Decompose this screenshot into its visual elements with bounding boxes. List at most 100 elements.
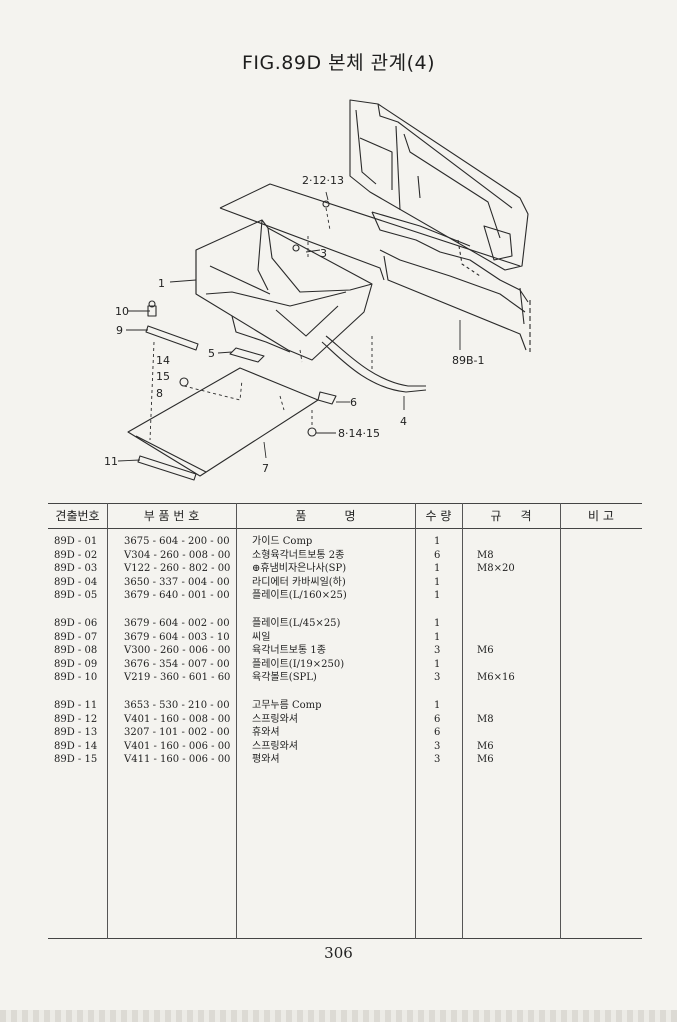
callout-15: 15 (156, 370, 170, 383)
callout-14: 14 (156, 354, 170, 367)
seal-strip-part (321, 335, 427, 393)
header-no: 견출번호 (55, 509, 100, 523)
cell-no: 89D - 09 (54, 658, 98, 670)
figure-title: FIG.89D 본체 관계(4) (241, 52, 435, 74)
callout-2-12-13: 2·12·13 (302, 174, 344, 187)
exploded-parts-diagram: 1 2·12·13 3 4 5 6 7 8·14·15 9 10 11 14 1… (104, 99, 531, 481)
cell-qty: 3 (434, 672, 441, 683)
base-plate-part (127, 367, 319, 477)
callout-9: 9 (116, 324, 123, 337)
cell-no: 89D - 10 (54, 672, 98, 683)
cell-name: 플레이트(L/160×25) (252, 590, 347, 601)
header-qty: 수 량 (425, 509, 452, 523)
callout-7: 7 (262, 462, 269, 475)
cell-no: 89D - 15 (54, 754, 98, 765)
callout-11: 11 (104, 455, 118, 468)
cell-part: 3653 - 530 - 210 - 00 (124, 700, 230, 711)
table-row: 89D - 05 3679 - 640 - 001 - 00 플레이트(L/160×… (0, 589, 677, 603)
page-number: 306 (324, 944, 353, 962)
callout-6: 6 (350, 396, 357, 409)
cell-qty: 1 (434, 563, 441, 574)
cell-name: ⊕휴냄비자은나사(SP) (252, 563, 347, 574)
cell-name: 휴와셔 (252, 727, 280, 738)
cell-name: 육각볼트(SPL) (252, 672, 317, 683)
cell-no: 89D - 02 (54, 549, 98, 561)
cell-no: 89D - 11 (54, 700, 98, 711)
plate-part-5 (229, 347, 265, 363)
cell-name: 고무누름 Comp (252, 700, 322, 711)
callout-8-small: 8 (156, 387, 163, 400)
cell-part: V411 - 160 - 006 - 00 (124, 754, 231, 765)
cell-name: 스프링와셔 (252, 740, 298, 752)
callout-5: 5 (208, 347, 215, 360)
cell-no: 89D - 13 (54, 727, 98, 738)
radiator-frame-part (349, 99, 531, 352)
cell-spec: M6 (477, 740, 494, 752)
cell-name: 라디에터 카바씨일(하) (252, 576, 346, 588)
cell-qty: 6 (434, 549, 441, 561)
cell-no: 89D - 01 (54, 536, 98, 547)
cell-no: 89D - 06 (54, 618, 98, 629)
cell-spec: M6 (477, 754, 494, 765)
cell-qty: 6 (434, 727, 441, 738)
cell-qty: 3 (434, 740, 441, 752)
table-row: 89D - 10 V219 - 360 - 601 - 60 육각볼트(SPL) 3 M… (0, 671, 677, 685)
scan-edge (0, 1010, 677, 1022)
callout-4: 4 (400, 415, 407, 428)
cell-spec: M8 (477, 713, 494, 725)
cell-no: 89D - 07 (54, 631, 98, 643)
cell-qty: 1 (434, 631, 441, 643)
cell-spec: M8×20 (477, 563, 515, 574)
table-row: 89D - 06 3679 - 604 - 002 - 00 플레이트(L/45×2… (0, 617, 677, 631)
cell-qty: 1 (434, 658, 441, 670)
cell-qty: 1 (434, 700, 441, 711)
cell-no: 89D - 05 (54, 590, 98, 601)
cell-name: 플레이트(L/45×25) (252, 618, 341, 629)
cell-no: 89D - 14 (54, 740, 98, 752)
header-part-number: 부 품 번 호 (143, 509, 200, 523)
guide-comp-part (195, 219, 373, 361)
header-spec: 규 격 (490, 509, 532, 523)
cell-name: 가이드 Comp (252, 536, 313, 547)
cell-part: 3650 - 337 - 004 - 00 (124, 576, 230, 588)
cell-spec: M6 (477, 645, 494, 656)
cell-qty: 1 (434, 576, 441, 588)
cell-qty: 6 (434, 713, 441, 725)
cell-spec: M8 (477, 549, 494, 561)
cell-part: 3679 - 604 - 003 - 10 (124, 631, 230, 643)
cell-part: 3679 - 640 - 001 - 00 (124, 590, 230, 601)
cell-part: 3679 - 604 - 002 - 00 (124, 618, 230, 629)
header-name: 품 명 (295, 509, 356, 523)
cell-part: 3676 - 354 - 007 - 00 (124, 658, 230, 670)
callout-89b-1: 89B-1 (452, 354, 485, 367)
cell-no: 89D - 04 (54, 576, 98, 588)
callout-3: 3 (320, 247, 327, 260)
cell-part: V219 - 360 - 601 - 60 (124, 672, 231, 683)
cell-part: V300 - 260 - 006 - 00 (124, 645, 231, 656)
cell-part: 3675 - 604 - 200 - 00 (124, 536, 230, 547)
cell-no: 89D - 08 (54, 645, 98, 656)
callout-10: 10 (115, 305, 129, 318)
callout-1: 1 (158, 277, 165, 290)
header-note: 비 고 (588, 509, 614, 523)
cell-name: 육각너트보통 1종 (252, 645, 326, 656)
bar-plate-part-9 (145, 325, 199, 351)
table-row: 89D - 04 3650 - 337 - 004 - 00 라디에터 카바씨일(하… (0, 576, 677, 590)
table-row: 89D - 11 3653 - 530 - 210 - 00 고무누름 Comp 1 (0, 699, 677, 713)
cell-name: 소형육각너트보통 2종 (252, 549, 345, 561)
table-header-rule (48, 528, 642, 529)
cell-no: 89D - 12 (54, 713, 98, 725)
rear-plate-part (219, 183, 521, 281)
cell-part: V401 - 160 - 006 - 00 (124, 740, 231, 752)
cell-spec: M6×16 (477, 672, 515, 683)
cell-qty: 3 (434, 754, 441, 765)
